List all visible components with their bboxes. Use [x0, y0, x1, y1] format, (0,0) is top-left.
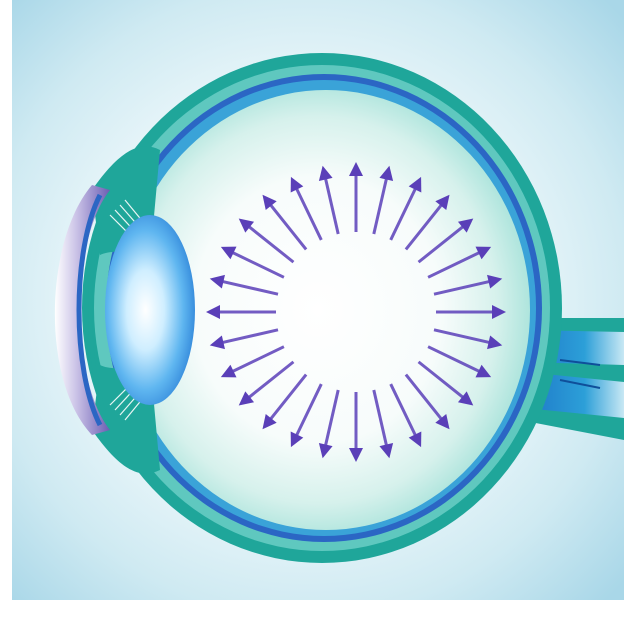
lens	[105, 215, 195, 405]
